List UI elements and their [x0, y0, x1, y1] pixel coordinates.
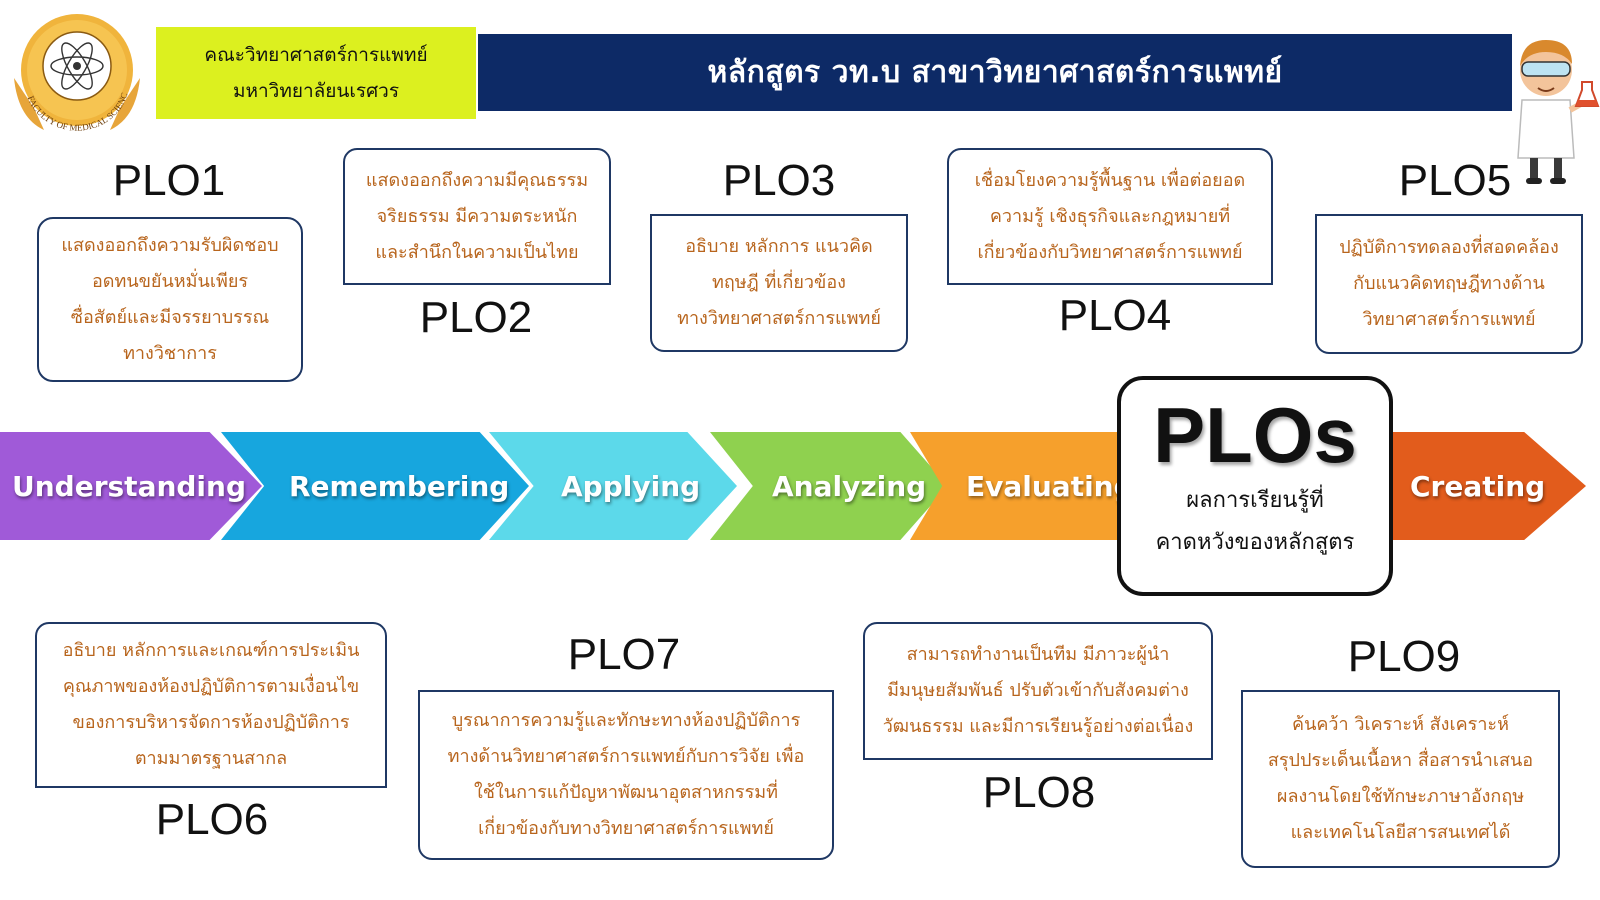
plos-subtitle-line1: ผลการเรียนรู้ที่ [1186, 488, 1324, 513]
plo4-line: ความรู้ เชิงธุรกิจและกฎหมายที่ [989, 205, 1231, 227]
plo6-line: คุณภาพของห้องปฏิบัติการตามเงื่อนไข [62, 676, 360, 697]
plo2-line: และสำนึกในความเป็นไทย [375, 241, 579, 263]
plo4-box: เชื่อมโยงความรู้พื้นฐาน เพื่อต่อยอด ความ… [947, 148, 1273, 285]
step-creating-arrow: Creating [1380, 432, 1586, 540]
faculty-name-line2: มหาวิทยาลัยนเรศวร [232, 80, 400, 102]
plo1-line: อดทนขยันหมั่นเพียร [91, 270, 249, 292]
plo1-box: แสดงออกถึงความรับผิดชอบ อดทนขยันหมั่นเพี… [37, 217, 303, 382]
plo6-line: ตามมาตรฐานสากล [134, 748, 288, 769]
step-applying-label: Applying [561, 469, 701, 503]
plo4-line: เกี่ยวข้องกับวิทยาศาสตร์การแพทย์ [977, 241, 1243, 263]
step-remembering-label: Remembering [289, 469, 510, 503]
plo1-line: ซื่อสัตย์และมีจรรยาบรรณ [70, 306, 270, 328]
plo3-line: ทางวิทยาศาสตร์การแพทย์ [677, 308, 881, 329]
plo8-line: สามารถทำงานเป็นทีม มีภาวะผู้นำ [906, 644, 1170, 665]
plo7-line: ทางด้านวิทยาศาสตร์การแพทย์กับการวิจัย เพ… [447, 746, 805, 767]
step-applying-arrow: Applying [489, 432, 737, 540]
plo7-line: บูรณาการความรู้และทักษะทางห้องปฏิบัติการ [451, 710, 801, 731]
plo9-line: สรุปประเด็นเนื้อหา สื่อสารนำเสนอ [1267, 750, 1534, 771]
step-creating-label: Creating [1410, 469, 1546, 503]
plo9-line: ผลงานโดยใช้ทักษะภาษาอังกฤษ [1276, 786, 1525, 807]
faculty-name-line1: คณะวิทยาศาสตร์การแพทย์ [204, 44, 428, 66]
plo8-line: มีมนุษยสัมพันธ์ ปรับตัวเข้ากับสังคมต่าง [887, 680, 1189, 701]
plo6-line: ของการบริหารจัดการห้องปฏิบัติการ [72, 712, 350, 733]
step-evaluating-arrow: Evaluating [910, 432, 1140, 540]
plo9-line: ค้นคว้า วิเคราะห์ สังเคราะห์ [1292, 714, 1509, 735]
plo2-line: แสดงออกถึงความมีคุณธรรม [365, 169, 589, 191]
plos-subtitle-line2: คาดหวังของหลักสูตร [1155, 530, 1355, 555]
plo7-box: บูรณาการความรู้และทักษะทางห้องปฏิบัติการ… [418, 690, 834, 860]
plo4-line: เชื่อมโยงความรู้พื้นฐาน เพื่อต่อยอด [974, 169, 1246, 191]
step-analyzing-label: Analyzing [772, 469, 927, 503]
faculty-name-box: คณะวิทยาศาสตร์การแพทย์ มหาวิทยาลัยนเรศวร [156, 27, 476, 119]
step-remembering-arrow: Remembering [221, 432, 529, 540]
plo8-title: PLO8 [982, 768, 1096, 817]
plo1-title: PLO1 [112, 156, 226, 205]
scientist-mascot [1508, 30, 1600, 190]
plos-title: PLOs [1153, 391, 1357, 479]
plo3-line: ทฤษฎี ที่เกี่ยวข้อง [712, 272, 846, 293]
plo9-line: และเทคโนโลยีสารสนเทศได้ [1290, 822, 1511, 843]
plo9-box: ค้นคว้า วิเคราะห์ สังเคราะห์ สรุปประเด็น… [1241, 690, 1560, 868]
plos-center-box: PLOs ผลการเรียนรู้ที่ คาดหวังของหลักสูตร [1117, 376, 1393, 596]
plo3-title: PLO3 [722, 156, 836, 205]
scientist-icon [1517, 40, 1600, 184]
plo1-line: ทางวิชาการ [123, 342, 217, 364]
faculty-logo: FACULTY OF MEDICAL SCIENCE [1, 0, 150, 136]
step-understanding-arrow: Understanding [0, 432, 262, 540]
plo5-line: กับแนวคิดทฤษฎีทางด้าน [1353, 273, 1545, 294]
program-title-bar: หลักสูตร วท.บ สาขาวิทยาศาสตร์การแพทย์ [478, 34, 1512, 111]
program-title: หลักสูตร วท.บ สาขาวิทยาศาสตร์การแพทย์ [707, 55, 1283, 90]
plo3-line: อธิบาย หลักการ แนวคิด [685, 236, 873, 257]
step-understanding-label: Understanding [12, 469, 247, 503]
plo6-box: อธิบาย หลักการและเกณฑ์การประเมิน คุณภาพข… [35, 622, 387, 788]
plo1-line: แสดงออกถึงความรับผิดชอบ [61, 234, 279, 256]
plo8-box: สามารถทำงานเป็นทีม มีภาวะผู้นำ มีมนุษยสั… [863, 622, 1213, 760]
plo9-title: PLO9 [1347, 632, 1461, 681]
plo5-title: PLO5 [1398, 156, 1512, 205]
step-evaluating-label: Evaluating [966, 469, 1134, 503]
faculty-seal-icon: FACULTY OF MEDICAL SCIENCE [1, 0, 140, 133]
step-analyzing-arrow: Analyzing [710, 432, 948, 540]
plo5-line: วิทยาศาสตร์การแพทย์ [1362, 309, 1536, 330]
plo5-line: ปฏิบัติการทดลองที่สอดคล้อง [1339, 237, 1559, 258]
plo7-title: PLO7 [567, 630, 681, 679]
plo2-box: แสดงออกถึงความมีคุณธรรม จริยธรรม มีความต… [343, 148, 611, 285]
plo6-line: อธิบาย หลักการและเกณฑ์การประเมิน [62, 640, 360, 661]
plo7-line: เกี่ยวข้องกับทางวิทยาศาสตร์การแพทย์ [478, 818, 774, 839]
plo4-title: PLO4 [1058, 291, 1172, 340]
plo5-box: ปฏิบัติการทดลองที่สอดคล้อง กับแนวคิดทฤษฎ… [1315, 214, 1583, 354]
plo3-box: อธิบาย หลักการ แนวคิด ทฤษฎี ที่เกี่ยวข้อ… [650, 214, 908, 352]
plo2-line: จริยธรรม มีความตระหนัก [376, 205, 578, 227]
plo7-line: ใช้ในการแก้ปัญหาพัฒนาอุตสาหกรรมที่ [474, 782, 778, 803]
plo8-line: วัฒนธรรม และมีการเรียนรู้อย่างต่อเนื่อง [882, 716, 1194, 737]
plo2-title: PLO2 [419, 293, 533, 342]
plo6-title: PLO6 [155, 795, 269, 844]
